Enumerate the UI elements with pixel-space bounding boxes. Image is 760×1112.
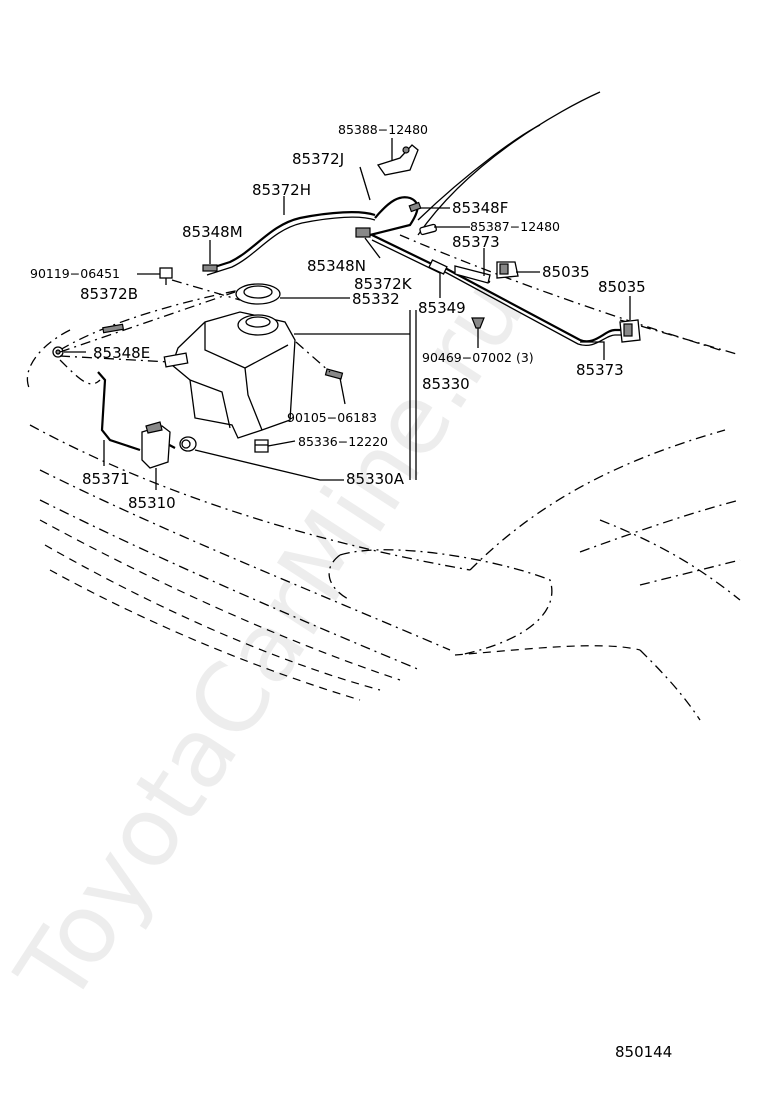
valve-85349 — [428, 259, 448, 275]
hose-85372b — [102, 323, 125, 334]
part-labels: 85388−12480 85372J 85348F 85372H 85387−1… — [30, 122, 672, 1061]
label-85372B: 85372B — [80, 285, 138, 303]
grommet-85330a — [179, 436, 197, 452]
label-85372H: 85372H — [252, 181, 311, 199]
diagram-code: 850144 — [615, 1043, 672, 1061]
grommet-85336 — [254, 439, 269, 453]
label-85310: 85310 — [128, 494, 176, 512]
clip-85387 — [419, 223, 437, 236]
label-85348M: 85348M — [182, 223, 243, 241]
label-85330: 85330 — [422, 375, 470, 393]
connector-85348n — [355, 227, 371, 238]
label-85336-12220: 85336−12220 — [298, 434, 388, 449]
clip-90469 — [471, 317, 485, 329]
label-85388-12480: 85388−12480 — [338, 122, 428, 137]
cap-85332 — [235, 283, 281, 305]
bolt-90119 — [159, 267, 173, 285]
label-85372K: 85372K — [354, 275, 413, 293]
label-90469-07002: 90469−07002 (3) — [422, 350, 534, 365]
label-85035-mid: 85035 — [542, 263, 590, 281]
nozzle-85035-mid — [496, 261, 519, 279]
label-85371: 85371 — [82, 470, 130, 488]
assembly-lines — [59, 279, 331, 385]
pump-85310 — [141, 421, 171, 478]
label-85373-bottom: 85373 — [576, 361, 624, 379]
label-90105-06183: 90105−06183 — [287, 410, 377, 425]
connector-85348m — [202, 264, 218, 272]
label-85332: 85332 — [352, 290, 400, 308]
label-85035-right: 85035 — [598, 278, 646, 296]
label-85348F: 85348F — [452, 199, 508, 217]
label-85372J: 85372J — [292, 150, 344, 168]
vehicle-body-outline — [26, 91, 741, 721]
label-85373-top: 85373 — [452, 233, 500, 251]
label-90119-06451: 90119−06451 — [30, 266, 120, 281]
nozzle-85035-right — [619, 319, 641, 343]
label-85348N: 85348N — [307, 257, 366, 275]
label-85348E: 85348E — [93, 344, 150, 362]
leader-lines — [64, 138, 631, 490]
bolt-90105 — [324, 368, 344, 380]
label-85349: 85349 — [418, 299, 466, 317]
joint-85348f — [408, 201, 422, 213]
label-85330A: 85330A — [346, 470, 405, 488]
nozzle-85373-top — [454, 265, 491, 284]
reservoir-85330 — [163, 311, 296, 439]
label-85387-12480: 85387−12480 — [470, 219, 560, 234]
bracket-85388 — [376, 144, 419, 176]
